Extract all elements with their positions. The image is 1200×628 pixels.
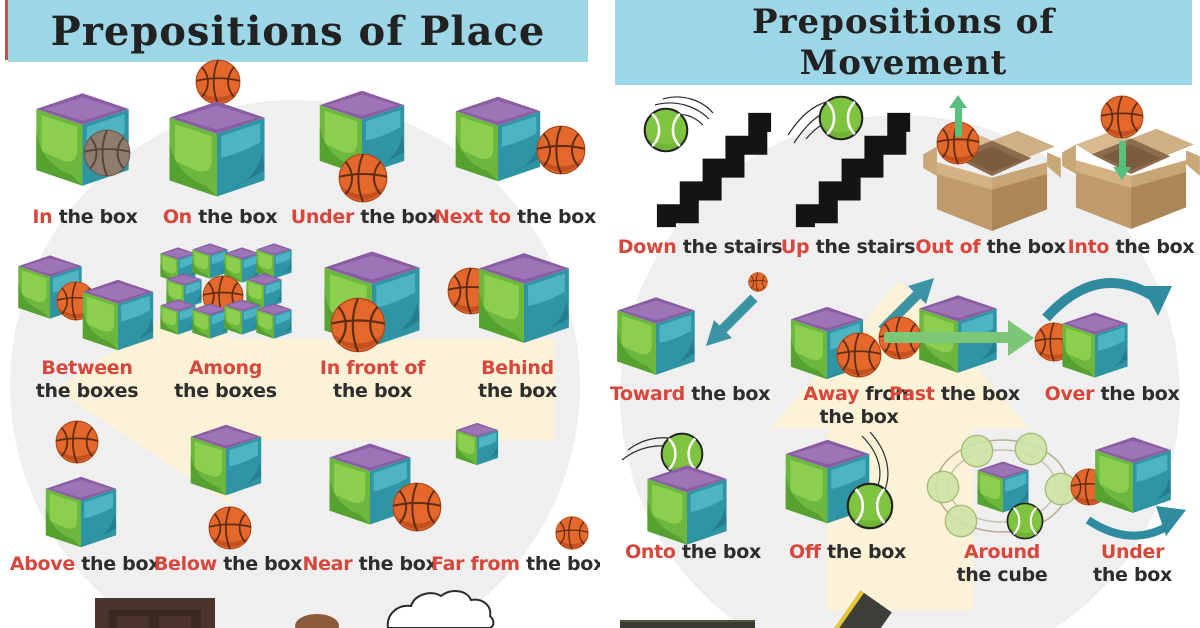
basketball-icon [392, 482, 442, 532]
onto-the-box-illustration [621, 432, 727, 545]
near-the-box-illustration [329, 443, 442, 532]
behind-the-box-illustration [447, 253, 569, 343]
under-arrow-icon [1085, 506, 1186, 540]
basketball-inside-icon [83, 129, 131, 177]
down-arrow-icon [1113, 141, 1131, 180]
cube-icon [45, 476, 117, 548]
between-the-boxes-illustration [18, 255, 154, 351]
place-title: Prepositions of Place [50, 7, 546, 55]
into-the-box-illustration [1062, 95, 1200, 230]
above-the-box-illustration [45, 420, 117, 548]
cell-into: Into the box [1062, 95, 1200, 267]
cell-above: Above the box [10, 420, 160, 580]
cloud-cutoff [382, 590, 497, 628]
basketball-icon [208, 506, 252, 550]
movement-title-line2: Movement [799, 42, 1008, 83]
cell-up-stairs: Up the stairs [778, 95, 918, 267]
off-the-box-illustration [785, 431, 894, 530]
up-arrow-icon [949, 95, 967, 137]
cell-next-to: Next to the box [434, 85, 596, 235]
tennis-ball-icon [818, 95, 864, 141]
cube-icon [1062, 312, 1128, 378]
toward-arrow-icon [706, 294, 758, 346]
among-the-boxes-illustration [160, 243, 292, 339]
cube-icon [479, 253, 569, 343]
movement-panel: Prepositions of Movement Down the stairs [600, 0, 1200, 628]
place-header: Prepositions of Place [8, 0, 588, 62]
basketball-icon [1100, 95, 1144, 139]
up-the-stairs-illustration [787, 95, 911, 228]
cell-off: Off the box [770, 431, 925, 610]
basketball-icon [330, 297, 386, 353]
down-the-stairs-illustration [643, 96, 772, 228]
edge-strip [5, 0, 8, 60]
cell-out-of: Out of the box [915, 95, 1066, 267]
cardboard-box-icon [1062, 128, 1200, 230]
basketball-icon [338, 153, 388, 203]
cell-over: Over the box [1032, 270, 1192, 440]
in-front-of-the-box-illustration [324, 251, 420, 353]
past-the-box-illustration [878, 295, 1034, 373]
cube-icon [647, 465, 727, 545]
movement-header: Prepositions of Movement [615, 0, 1192, 85]
next-to-the-box-illustration [455, 96, 586, 182]
door-cutoff [95, 598, 215, 628]
cell-near: Near the box [300, 420, 442, 580]
cube-icon [190, 424, 262, 496]
cell-down-stairs: Down the stairs [618, 95, 783, 267]
cell-in: In the box [15, 85, 155, 235]
basketball-icon [195, 59, 241, 105]
board-cutoff [620, 620, 755, 628]
cube-icon [82, 279, 154, 351]
in-the-box-illustration [36, 93, 131, 186]
basketball-icon [55, 420, 99, 464]
past-arrow-icon [884, 320, 1034, 356]
tennis-ball-icon [643, 107, 689, 153]
on-the-box-illustration [169, 59, 265, 197]
movement-title-line1: Prepositions of [752, 1, 1055, 42]
basketball-icon [555, 516, 589, 550]
cube-icon [1095, 437, 1171, 513]
cube-icon [455, 422, 499, 466]
under-the-box-illustration [319, 90, 405, 203]
around-the-cube-illustration [926, 432, 1078, 540]
place-panel: Prepositions of Place In the box On the … [5, 0, 600, 628]
cell-on: On the box [155, 59, 285, 235]
far-from-the-box-illustration [455, 422, 589, 550]
over-arrow-icon [1042, 278, 1172, 322]
cell-below: Below the box [154, 420, 302, 580]
cube-icon [617, 297, 695, 375]
toward-the-box-illustration [617, 272, 768, 375]
tennis-ball-icon [1006, 502, 1044, 540]
cube-icon [455, 96, 541, 182]
under-the-box-movement-illustration [1070, 437, 1186, 540]
below-the-box-illustration [190, 424, 262, 550]
cell-onto: Onto the box [618, 432, 768, 610]
cell-toward: Toward the box [610, 270, 770, 440]
cell-past: Past the box [872, 270, 1037, 440]
tennis-ball-icon [846, 482, 894, 530]
out-of-the-box-illustration [923, 95, 1061, 232]
basketball-icon [536, 125, 586, 175]
cell-far-from: Far from the box [431, 420, 600, 580]
cell-under: Under the box [291, 85, 440, 235]
cube-icon [169, 101, 265, 197]
over-the-box-illustration [1034, 278, 1172, 378]
dog-cutoff [292, 612, 342, 628]
basketball-icon [748, 272, 768, 292]
